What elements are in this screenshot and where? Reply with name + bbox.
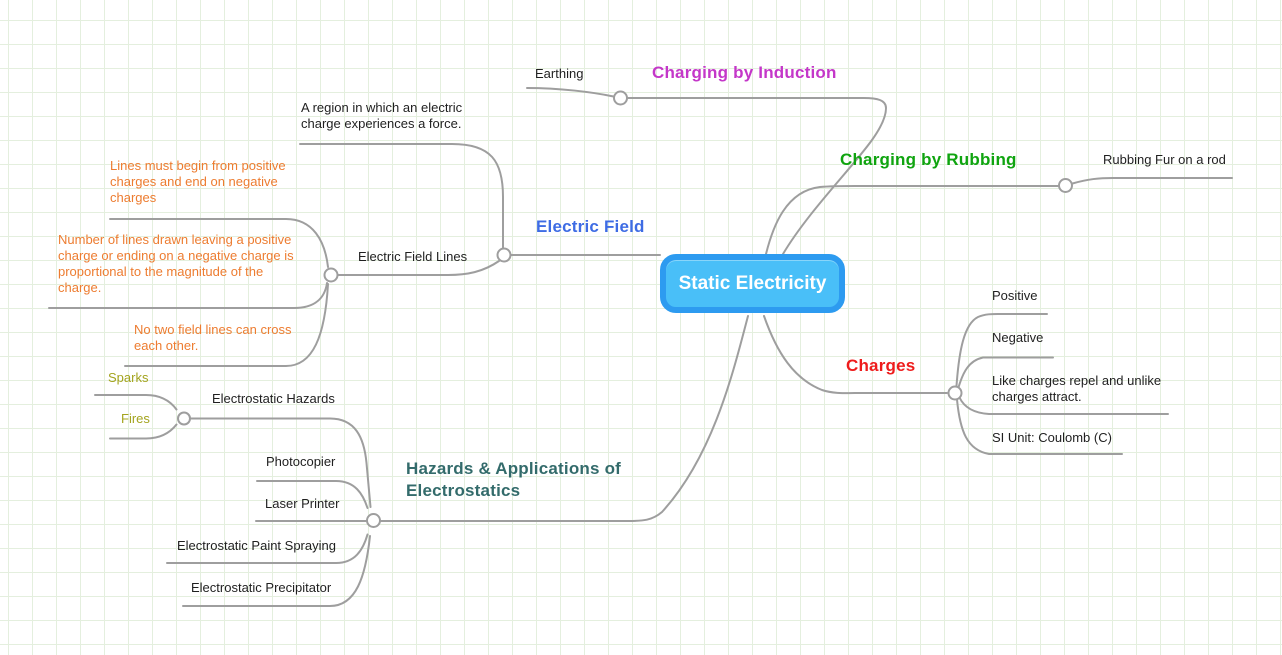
junction-dot-charges[interactable] <box>947 385 963 401</box>
node-positive[interactable]: Positive <box>992 288 1038 303</box>
node-field-definition[interactable]: A region in which an electric charge exp… <box>301 100 463 131</box>
node-note-proportional[interactable]: Number of lines drawn leaving a positive… <box>58 232 294 295</box>
connector-sparks <box>94 394 178 411</box>
node-like-charges-repel[interactable]: Like charges repel and unlike charges at… <box>992 373 1162 404</box>
root-node-static-electricity[interactable]: Static Electricity <box>660 254 845 313</box>
connector-note-no-cross <box>124 283 329 367</box>
node-electrostatic-precipitator[interactable]: Electrostatic Precipitator <box>191 580 332 595</box>
connector-photocopier <box>256 480 369 509</box>
node-si-unit-coulomb[interactable]: SI Unit: Coulomb (C) <box>992 430 1112 445</box>
node-electrostatic-paint-spraying[interactable]: Electrostatic Paint Spraying <box>177 538 336 553</box>
root-node-label: Static Electricity <box>678 272 827 294</box>
junction-dot-electrostatic-hazards[interactable] <box>177 411 191 426</box>
branch-title-charging-by-rubbing[interactable]: Charging by Rubbing <box>840 150 1017 169</box>
branch-title-hazards-applications[interactable]: Hazards & Applications of Electrostatics <box>406 459 622 500</box>
junction-dot-electric-field[interactable] <box>496 247 512 263</box>
node-electrostatic-hazards[interactable]: Electrostatic Hazards <box>212 391 335 406</box>
connector-negative <box>957 356 1054 389</box>
connector-note-proportional <box>48 282 328 309</box>
junction-dot-field-lines[interactable] <box>323 267 339 283</box>
connector-field-definition <box>299 143 504 249</box>
connector-paint-spraying <box>166 533 369 564</box>
connector-note-begin-end <box>109 218 329 268</box>
connector-rubbing-fur <box>1071 177 1233 185</box>
connector-repel <box>958 396 1169 415</box>
connector-charging-by-rubbing <box>765 185 1059 255</box>
junction-dot-induction[interactable] <box>613 90 628 106</box>
connector-precipitator <box>182 535 371 607</box>
connector-fires <box>109 423 178 440</box>
branch-title-charging-by-induction[interactable]: Charging by Induction <box>652 63 837 82</box>
connector-charges <box>763 315 948 395</box>
connector-charging-by-induction <box>627 97 887 255</box>
node-photocopier[interactable]: Photocopier <box>266 454 336 469</box>
node-earthing[interactable]: Earthing <box>535 66 584 81</box>
node-note-no-cross[interactable]: No two field lines can cross each other. <box>134 322 292 353</box>
connector-hazards-applications <box>380 315 749 522</box>
node-fires[interactable]: Fires <box>121 411 150 426</box>
node-negative[interactable]: Negative <box>992 330 1044 345</box>
node-laser-printer[interactable]: Laser Printer <box>265 496 340 511</box>
node-sparks[interactable]: Sparks <box>108 370 149 385</box>
node-rubbing-fur-on-a-rod[interactable]: Rubbing Fur on a rod <box>1103 152 1226 167</box>
node-electric-field-lines[interactable]: Electric Field Lines <box>358 249 468 264</box>
connector-earthing <box>526 87 615 98</box>
connector-electrostatic-hazards <box>189 417 372 508</box>
connector-field-lines <box>337 260 500 276</box>
branch-title-electric-field[interactable]: Electric Field <box>536 217 645 236</box>
junction-dot-hazards[interactable] <box>366 513 381 528</box>
junction-dot-rubbing[interactable] <box>1058 178 1073 193</box>
connector-positive <box>955 312 1048 387</box>
branch-title-charges[interactable]: Charges <box>846 356 916 375</box>
connector-si-unit <box>956 398 1123 455</box>
node-note-begin-end[interactable]: Lines must begin from positive charges a… <box>110 158 286 205</box>
